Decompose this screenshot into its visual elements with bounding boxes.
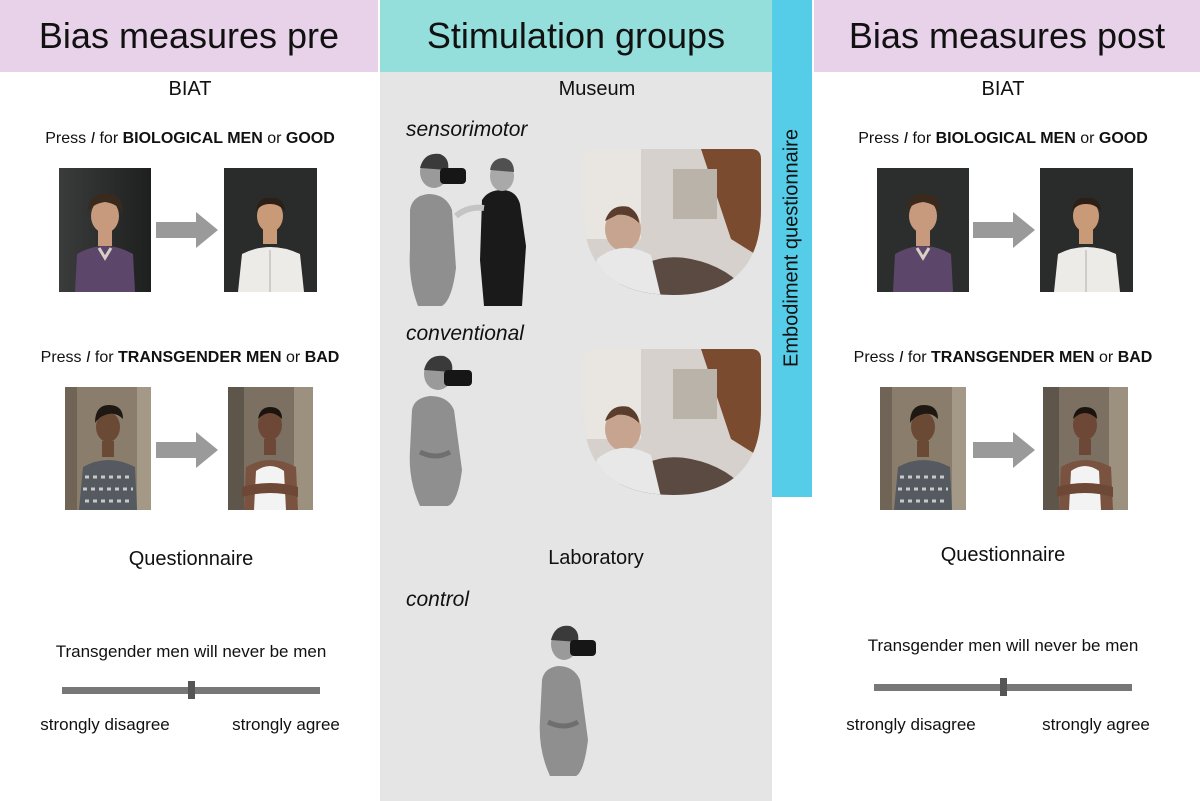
pre-scale-left-label: strongly disagree bbox=[40, 715, 170, 734]
photo-conventional-figure bbox=[409, 355, 472, 506]
header-bias-pre-text: Bias measures pre bbox=[38, 15, 340, 56]
post-instr1-key: I bbox=[903, 130, 909, 147]
pre-instr2-a: Press bbox=[40, 349, 86, 366]
photo-man-shirt bbox=[224, 168, 317, 292]
post-scale-left-label: strongly disagree bbox=[846, 715, 976, 734]
post-instr1-a: Press bbox=[858, 130, 904, 147]
header-bias-pre: Bias measures pre bbox=[0, 0, 378, 72]
photo-man-sweater bbox=[877, 168, 969, 292]
pre-questionnaire-label: Questionnaire bbox=[128, 548, 254, 570]
laboratory-label: Laboratory bbox=[548, 547, 644, 569]
post-instruction-2: Press I for TRANSGENDER MEN or BAD bbox=[854, 349, 1153, 367]
pre-instr1-t1: BIOLOGICAL MEN bbox=[122, 130, 263, 147]
pre-instr1-or: or bbox=[262, 130, 286, 147]
post-instr2-b: for bbox=[903, 349, 931, 366]
photo-sensorimotor-figures bbox=[409, 153, 526, 306]
post-instruction-1: Press I for BIOLOGICAL MEN or GOOD bbox=[858, 130, 1148, 148]
post-biat-label: BIAT bbox=[981, 78, 1025, 100]
museum-label: Museum bbox=[558, 78, 636, 100]
embodiment-label: Embodiment questionnaire bbox=[780, 129, 803, 367]
header-bias-post-text: Bias measures post bbox=[848, 15, 1166, 56]
arrow-right-icon bbox=[156, 432, 218, 468]
post-instr1-t1: BIOLOGICAL MEN bbox=[935, 130, 1076, 147]
conventional-label: conventional bbox=[406, 322, 524, 345]
control-label: control bbox=[406, 588, 470, 611]
photo-woman-patterned-shirt bbox=[65, 387, 151, 510]
pre-biat-label: BIAT bbox=[168, 78, 212, 100]
header-bias-post: Bias measures post bbox=[814, 0, 1200, 72]
arrow-right-icon bbox=[973, 212, 1035, 248]
pre-rating-scale-thumb[interactable] bbox=[187, 681, 195, 699]
photo-man-tank-top bbox=[1043, 387, 1128, 510]
post-instr2-a: Press bbox=[853, 349, 899, 366]
photo-woman-patterned-shirt bbox=[880, 387, 966, 510]
pre-instr2-or: or bbox=[281, 349, 305, 366]
pre-instr2-t1: TRANSGENDER MEN bbox=[118, 349, 282, 366]
arrow-right-icon bbox=[973, 432, 1035, 468]
post-rating-scale-thumb[interactable] bbox=[999, 678, 1007, 696]
post-instr1-or: or bbox=[1075, 130, 1099, 147]
post-instr1-b: for bbox=[908, 130, 936, 147]
post-instr2-t2: BAD bbox=[1117, 349, 1153, 366]
post-instr2-t1: TRANSGENDER MEN bbox=[931, 349, 1095, 366]
pre-instruction-1: Press I for BIOLOGICAL MEN or GOOD bbox=[45, 130, 335, 148]
photo-man-tank-top bbox=[228, 387, 313, 510]
post-statement: Transgender men will never be men bbox=[867, 636, 1139, 655]
pre-instr1-key: I bbox=[90, 130, 96, 147]
pre-instr2-b: for bbox=[90, 349, 118, 366]
post-instr2-key: I bbox=[898, 349, 904, 366]
header-stimulation-text: Stimulation groups bbox=[426, 15, 726, 56]
pre-statement: Transgender men will never be men bbox=[55, 642, 327, 661]
arrow-right-icon bbox=[156, 212, 218, 248]
vr-view-fisheye-1 bbox=[583, 149, 761, 295]
photo-man-shirt bbox=[1040, 168, 1133, 292]
sensorimotor-label: sensorimotor bbox=[406, 118, 528, 141]
vr-view-fisheye-2 bbox=[583, 349, 761, 495]
pre-instr2-key: I bbox=[85, 349, 91, 366]
post-scale-right-label: strongly agree bbox=[1042, 715, 1150, 734]
pre-instr1-b: for bbox=[95, 130, 123, 147]
embodiment-bar: Embodiment questionnaire bbox=[772, 0, 812, 497]
post-questionnaire-label: Questionnaire bbox=[940, 544, 1066, 566]
header-stimulation: Stimulation groups bbox=[380, 0, 772, 72]
pre-instruction-2: Press I for TRANSGENDER MEN or BAD bbox=[41, 349, 340, 367]
pre-instr1-a: Press bbox=[45, 130, 91, 147]
post-instr1-t2: GOOD bbox=[1098, 130, 1148, 147]
photo-man-sweater bbox=[59, 168, 151, 292]
photo-control-figure bbox=[539, 625, 596, 776]
pre-instr1-t2: GOOD bbox=[285, 130, 335, 147]
pre-scale-right-label: strongly agree bbox=[232, 715, 340, 734]
post-instr2-or: or bbox=[1094, 349, 1118, 366]
pre-instr2-t2: BAD bbox=[304, 349, 340, 366]
